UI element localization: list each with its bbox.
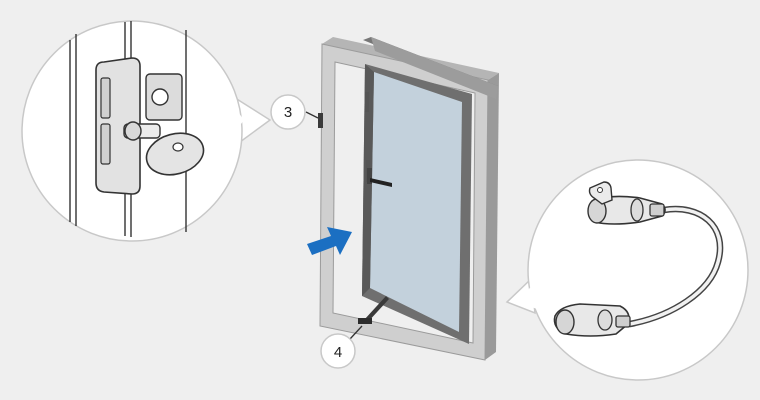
frame-lock-marker <box>318 113 323 128</box>
blue-push-arrow-icon <box>307 227 352 255</box>
callout-4-circle <box>320 333 356 369</box>
tilted-window <box>318 37 499 361</box>
cable-restrictor-icon <box>553 181 724 337</box>
callout-3-circle <box>270 94 306 130</box>
lock-zoom-bubble <box>21 20 272 242</box>
callout-3: 3 <box>270 94 319 130</box>
window-glass <box>370 72 462 332</box>
callout-4: 4 <box>320 325 363 369</box>
callout-4-label: 4 <box>334 344 342 361</box>
restrictor-zoom-bubble <box>505 159 749 381</box>
window-handle-icon <box>367 168 392 187</box>
callout-3-label: 3 <box>284 104 292 121</box>
window-stay-arm <box>358 296 389 324</box>
window-key-lock-icon <box>69 21 205 237</box>
